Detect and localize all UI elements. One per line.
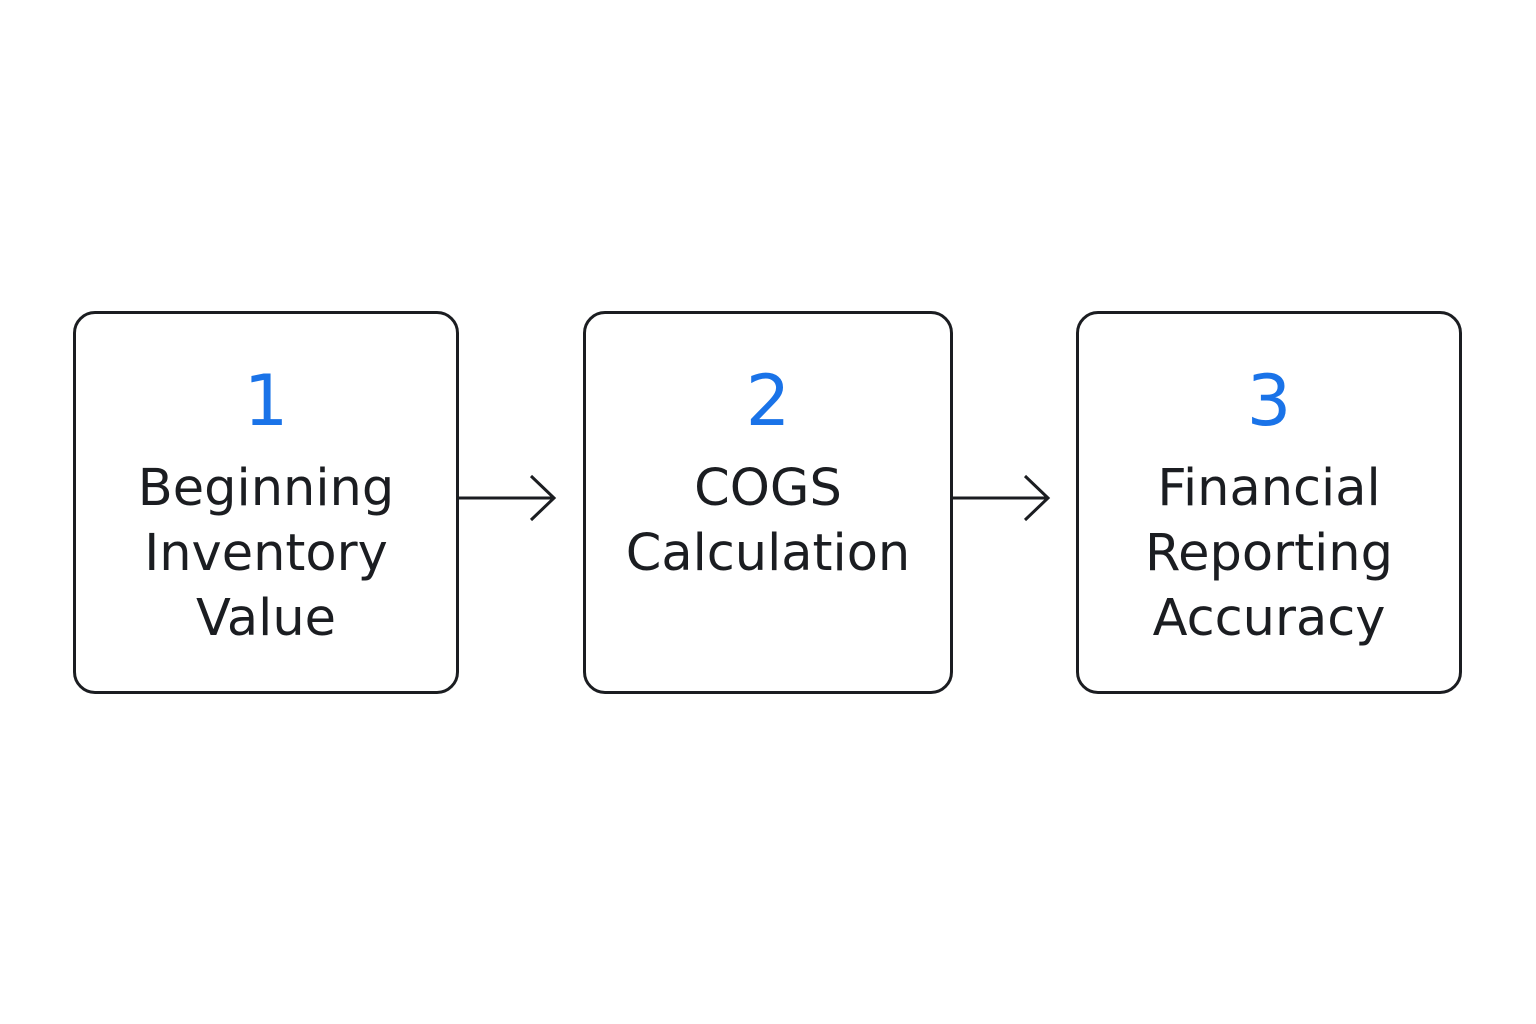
step-box-cogs-calculation: 2 COGS Calculation (583, 311, 953, 694)
step-label-line: Financial (1157, 459, 1381, 518)
step-label: Financial Reporting Accuracy (1079, 456, 1459, 651)
step-number: 3 (1246, 360, 1292, 442)
step-number: 2 (745, 360, 791, 442)
step-label-line: Beginning (137, 459, 395, 518)
step-label-line: COGS (694, 459, 842, 518)
arrow-right-icon (459, 474, 557, 522)
step-box-beginning-inventory: 1 Beginning Inventory Value (73, 311, 459, 694)
step-label-line: Reporting (1145, 524, 1393, 583)
step-label-line: Accuracy (1152, 589, 1386, 648)
step-number: 1 (243, 360, 289, 442)
step-box-financial-reporting: 3 Financial Reporting Accuracy (1076, 311, 1462, 694)
step-label: Beginning Inventory Value (76, 456, 456, 651)
step-label-line: Value (195, 589, 337, 648)
step-label: COGS Calculation (586, 456, 950, 586)
step-label-line: Calculation (625, 524, 911, 583)
arrow-right-icon (953, 474, 1051, 522)
step-label-line: Inventory (144, 524, 388, 583)
